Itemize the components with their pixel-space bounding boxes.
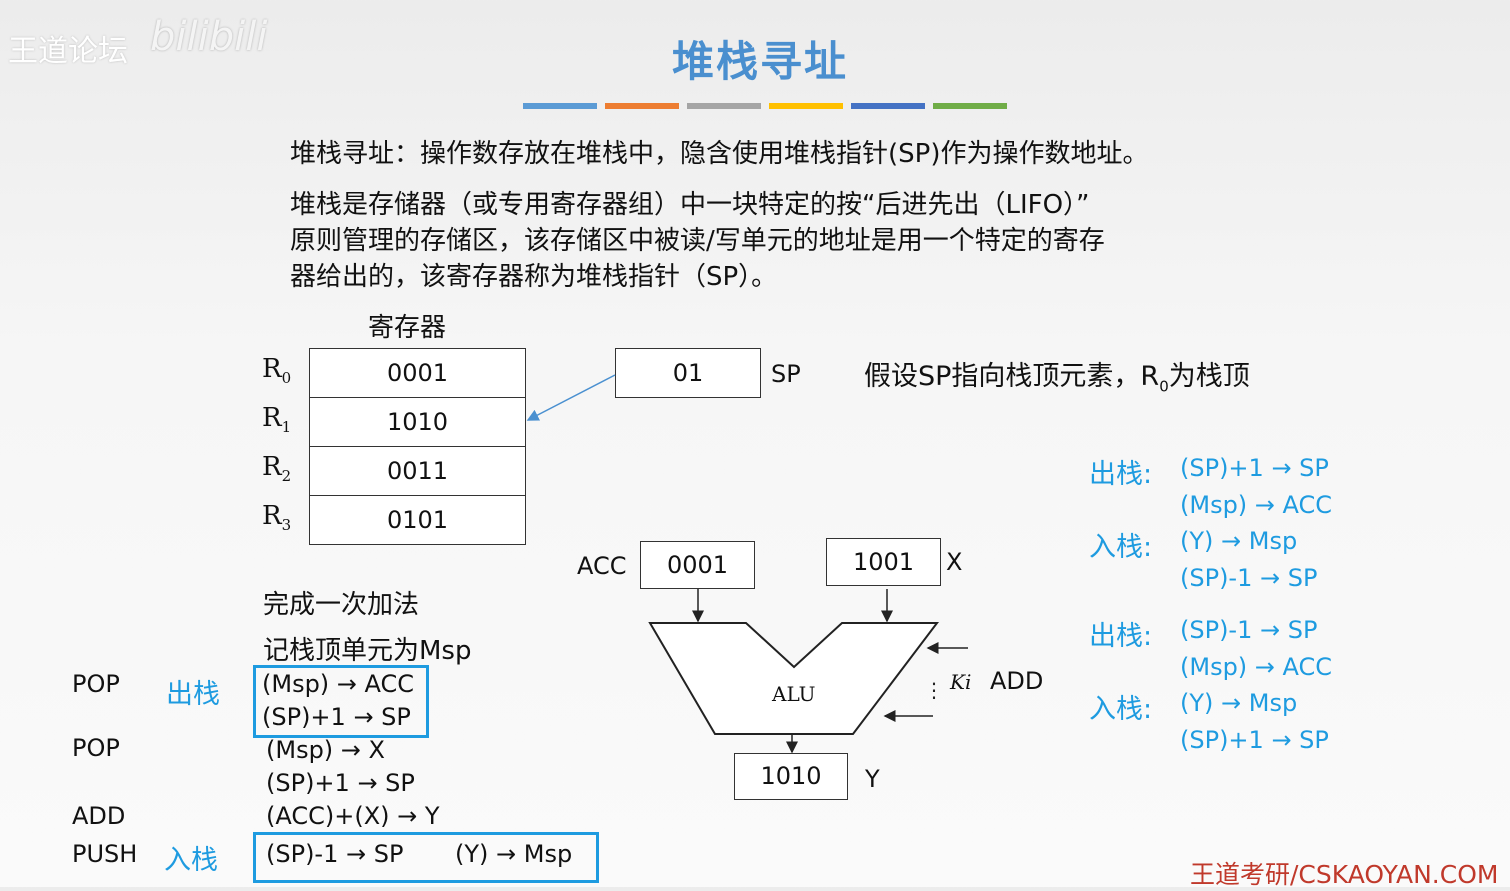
step-line: (Msp) → X: [266, 736, 385, 764]
step-op: POP: [72, 670, 120, 698]
title-bar-segment: [851, 103, 925, 109]
y-label: Y: [865, 765, 880, 793]
register-name: R2: [262, 452, 292, 486]
title-bar-segment: [687, 103, 761, 109]
sp-pointer-arrow: [526, 374, 616, 421]
watermark-bilibili-logo: bilibili: [150, 14, 268, 60]
alu-shape: [648, 622, 940, 735]
highlight-box-pop: [253, 665, 429, 738]
x-register: 1001: [826, 538, 941, 586]
footer-watermark: 王道考研/CSKAOYAN.COM: [1190, 860, 1499, 889]
register-name: R1: [262, 403, 292, 437]
step-op: PUSH: [72, 840, 138, 868]
highlight-box-push: [253, 832, 599, 883]
rule-value: (SP)-1 → SP: [1180, 563, 1318, 592]
rule-value: (Y) → Msp: [1180, 527, 1298, 555]
step-line: (Y) → Msp: [455, 840, 573, 868]
svg-text:⋮: ⋮: [924, 678, 944, 702]
assumption-text: 假设SP指向栈顶元素，R0为栈顶: [864, 361, 1250, 396]
register-value: 0011: [386, 457, 449, 485]
rule-value: (SP)+1 → SP: [1180, 454, 1329, 482]
step-op: ADD: [72, 802, 126, 830]
title-bar-segment: [523, 103, 597, 109]
watermark-forum: 王道论坛: [8, 34, 128, 69]
step-line: (Msp) → ACC: [262, 670, 415, 698]
rule-value: (Msp) → ACC: [1180, 652, 1333, 681]
title-bar-segment: [769, 103, 843, 109]
rule-key: 出栈:: [1089, 621, 1153, 652]
step-tag: 入栈: [164, 845, 218, 876]
x-label: X: [946, 548, 963, 576]
x-value: 1001: [852, 548, 915, 576]
register-value: 0001: [386, 359, 449, 387]
register-cell: 0001: [309, 348, 526, 398]
alu-label: ALU: [772, 682, 816, 706]
alu-op-label: ADD: [990, 667, 1044, 695]
register-name: R3: [262, 501, 292, 535]
rule-value: (Y) → Msp: [1180, 689, 1298, 717]
sp-register: 01: [615, 348, 761, 398]
acc-value: 0001: [666, 551, 729, 579]
ki-label: Ki: [950, 670, 972, 694]
register-value: 1010: [386, 408, 449, 436]
y-register: 1010: [734, 753, 848, 800]
sp-label: SP: [771, 360, 801, 388]
rule-key: 出栈:: [1089, 459, 1153, 490]
definition-text: 堆栈寻址：操作数存放在堆栈中，隐含使用堆栈指针(SP)作为操作数地址。: [290, 139, 1149, 169]
register-cell: 0101: [309, 495, 526, 545]
steps-intro-1: 完成一次加法: [263, 590, 420, 620]
description-line-3: 器给出的，该寄存器称为堆栈指针（SP）。: [290, 262, 778, 292]
registers-heading: 寄存器: [368, 313, 447, 343]
rule-key: 入栈:: [1089, 532, 1153, 563]
step-line: (SP)+1 → SP: [266, 769, 415, 797]
rule-key: 入栈:: [1089, 694, 1153, 725]
description-line-2: 原则管理的存储区，该存储区中被读/写单元的地址是用一个特定的寄存: [290, 226, 1105, 256]
description-line-1: 堆栈是存储器（或专用寄存器组）中一块特定的按“后进先出（LIFO）”: [290, 190, 1090, 220]
register-name: R0: [262, 354, 292, 388]
register-value: 0101: [386, 506, 449, 534]
title-bar-segment: [933, 103, 1007, 109]
rule-value: (SP)+1 → SP: [1180, 725, 1329, 754]
page-title: 堆栈寻址: [672, 37, 849, 86]
step-line: (ACC)+(X) → Y: [266, 802, 440, 830]
steps-intro-2: 记栈顶单元为Msp: [263, 636, 472, 666]
sp-value: 01: [672, 359, 704, 387]
rule-value: (SP)-1 → SP: [1180, 616, 1318, 644]
step-line: (SP)-1 → SP: [266, 840, 404, 868]
y-value: 1010: [760, 762, 822, 790]
step-line: (SP)+1 → SP: [262, 703, 411, 731]
step-tag: 出栈: [166, 679, 220, 710]
rule-value: (Msp) → ACC: [1180, 490, 1333, 519]
acc-register: 0001: [640, 541, 755, 589]
step-op: POP: [72, 734, 120, 762]
title-bar-segment: [605, 103, 679, 109]
acc-label: ACC: [577, 552, 627, 580]
